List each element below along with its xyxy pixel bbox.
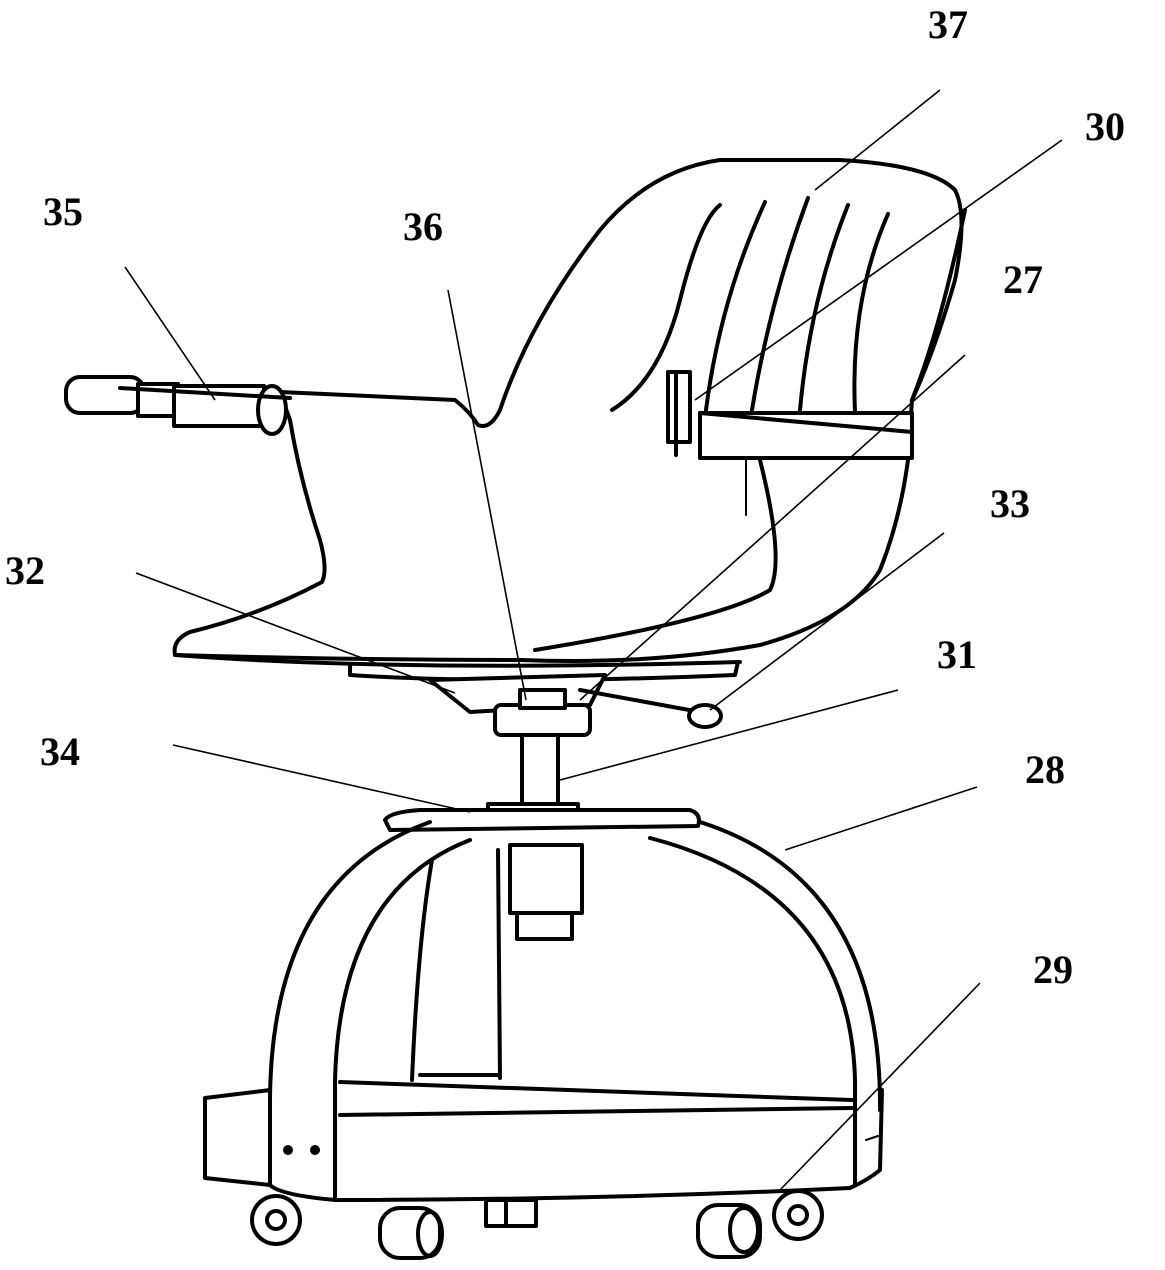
back-bracket [666, 370, 914, 460]
casters [250, 1189, 824, 1260]
label-35: 35 [43, 189, 83, 234]
leader-36 [447, 289, 527, 701]
leader-31 [559, 689, 899, 781]
leader-32 [135, 572, 456, 694]
leader-lines [124, 89, 1063, 1191]
leader-37 [814, 89, 941, 191]
seat-shell [172, 158, 967, 682]
leader-35 [124, 266, 216, 401]
caster-right [772, 1189, 824, 1241]
seat-mechanism [428, 673, 723, 737]
caster-front-left [378, 1206, 444, 1260]
label-27: 27 [1003, 257, 1043, 302]
base-frame [203, 808, 884, 1202]
label-30: 30 [1085, 104, 1125, 149]
caster-center [484, 1198, 538, 1228]
leader-28 [784, 786, 978, 851]
label-34: 34 [40, 729, 80, 774]
leader-33 [709, 532, 945, 711]
gas-column [486, 733, 580, 822]
label-36: 36 [403, 204, 443, 249]
caster-front-right [696, 1203, 762, 1259]
tablet-arm [64, 375, 292, 436]
label-31: 31 [937, 632, 977, 677]
label-28: 28 [1025, 747, 1065, 792]
leader-27 [579, 354, 966, 701]
leader-29 [779, 982, 981, 1191]
leader-30 [694, 139, 1063, 401]
label-32: 32 [5, 548, 45, 593]
label-29: 29 [1033, 947, 1073, 992]
reference-labels: 37 30 35 36 27 33 32 31 34 28 29 [5, 2, 1125, 992]
label-37: 37 [928, 2, 968, 47]
label-33: 33 [990, 481, 1030, 526]
caster-left [250, 1194, 302, 1246]
leader-34 [172, 744, 471, 813]
